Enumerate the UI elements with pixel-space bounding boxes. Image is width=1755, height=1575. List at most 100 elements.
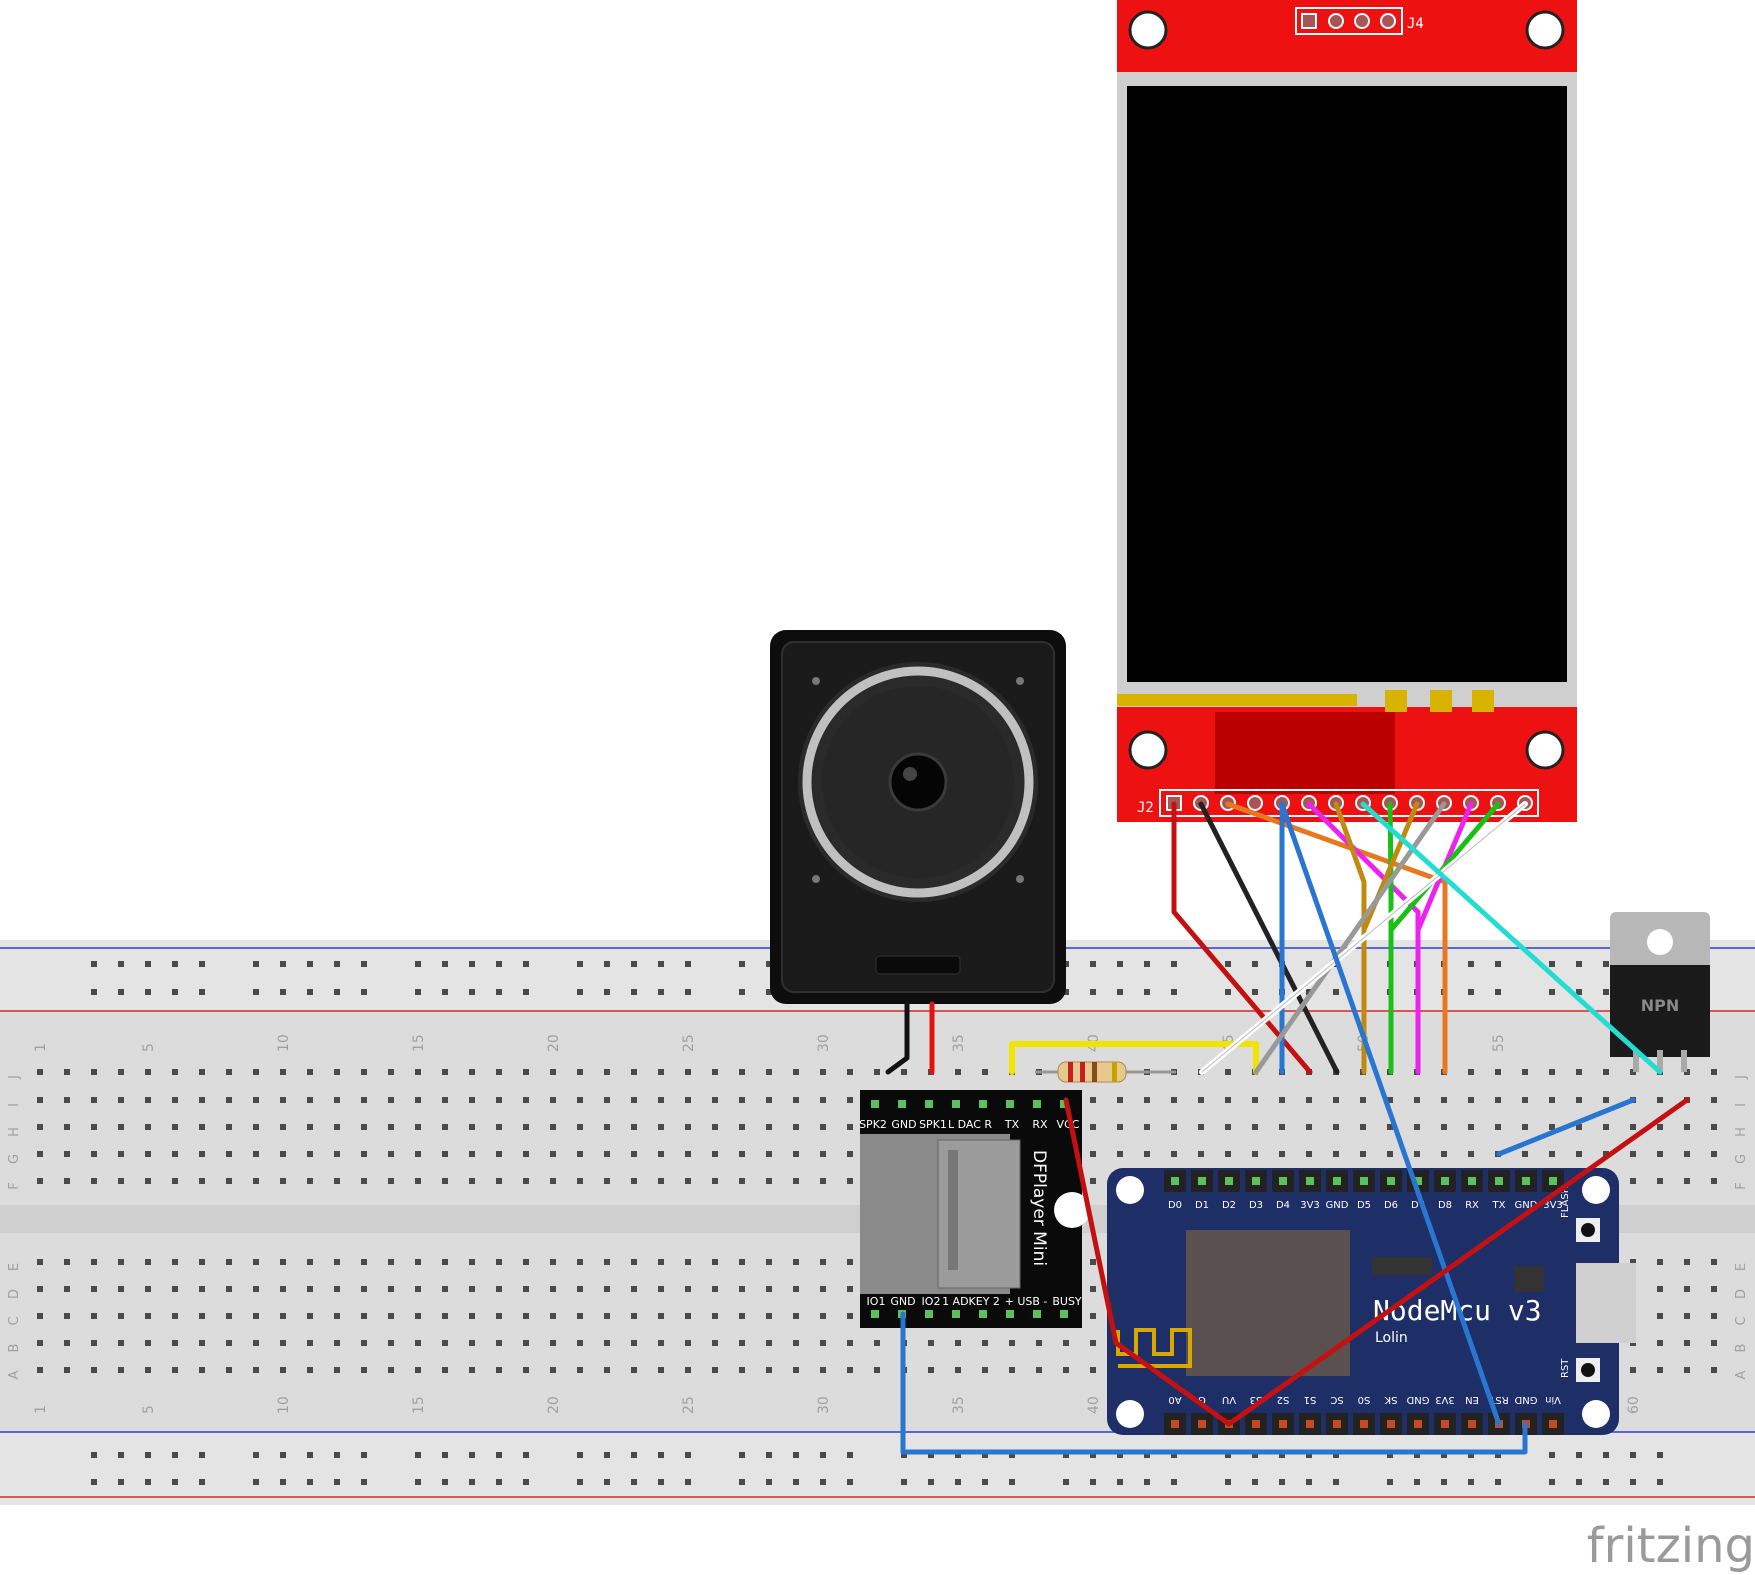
- breadboard-hole: [199, 1286, 205, 1292]
- tft-wire-brown-b: [1361, 801, 1420, 1075]
- breadboard-hole: [469, 1097, 475, 1103]
- breadboard-hole: [226, 1286, 232, 1292]
- breadboard-hole: [739, 1097, 745, 1103]
- breadboard-hole: [361, 1313, 367, 1319]
- nodemcu-vu-red: [1226, 1097, 1690, 1427]
- breadboard-hole: [793, 1178, 799, 1184]
- rail-hole: [1171, 1479, 1177, 1485]
- breadboard-hole: [820, 1340, 826, 1346]
- breadboard-hole: [820, 1069, 826, 1075]
- breadboard-hole: [577, 1178, 583, 1184]
- row-letter: D: [1734, 1289, 1749, 1299]
- breadboard-hole: [793, 1313, 799, 1319]
- breadboard-hole: [37, 1286, 43, 1292]
- breadboard-hole: [712, 1151, 718, 1157]
- breadboard-hole: [739, 1069, 745, 1075]
- breadboard-hole: [91, 1367, 97, 1373]
- breadboard-hole: [793, 1259, 799, 1265]
- breadboard-hole: [37, 1124, 43, 1130]
- rail-hole: [1144, 1452, 1150, 1458]
- rail-hole: [685, 989, 691, 995]
- breadboard-hole: [253, 1286, 259, 1292]
- rail-hole: [793, 1479, 799, 1485]
- speaker-slot: [875, 955, 961, 975]
- breadboard-hole: [1711, 1259, 1717, 1265]
- breadboard-hole: [280, 1286, 286, 1292]
- breadboard-hole: [1225, 1124, 1231, 1130]
- column-number: 20: [546, 1396, 562, 1414]
- rail-hole: [1468, 961, 1474, 967]
- rail-hole: [1009, 1479, 1015, 1485]
- breadboard-hole: [847, 1259, 853, 1265]
- row-letter: F: [1734, 1182, 1749, 1189]
- breadboard-hole: [1549, 1124, 1555, 1130]
- breadboard-hole: [1279, 1124, 1285, 1130]
- breadboard-hole: [631, 1313, 637, 1319]
- breadboard-hole: [766, 1178, 772, 1184]
- rail-hole: [361, 961, 367, 967]
- breadboard-hole: [550, 1367, 556, 1373]
- breadboard-hole: [415, 1069, 421, 1075]
- breadboard-hole: [226, 1340, 232, 1346]
- breadboard-hole: [1684, 1367, 1690, 1373]
- rail-hole: [1603, 989, 1609, 995]
- breadboard-hole: [1630, 1367, 1636, 1373]
- breadboard-hole: [37, 1367, 43, 1373]
- rail-hole: [631, 989, 637, 995]
- transistor-tab-hole: [1647, 929, 1673, 955]
- rail-hole: [901, 1479, 907, 1485]
- breadboard-hole: [361, 1286, 367, 1292]
- gnd-blue-wire: [900, 1311, 1528, 1455]
- column-number: 30: [816, 1034, 832, 1052]
- rail-hole: [820, 1479, 826, 1485]
- breadboard-hole: [1225, 1097, 1231, 1103]
- dfplayer-pin: [1006, 1310, 1014, 1318]
- nodemcu-subtitle: Lolin: [1375, 1330, 1408, 1346]
- breadboard-hole: [415, 1151, 421, 1157]
- row-letter: C: [7, 1316, 22, 1325]
- rail-hole: [658, 1479, 664, 1485]
- rail-hole: [1495, 1479, 1501, 1485]
- rail-hole: [253, 961, 259, 967]
- breadboard-hole: [685, 1259, 691, 1265]
- dfplayer-pin: [1060, 1310, 1068, 1318]
- speaker-screw: [1016, 677, 1024, 685]
- breadboard-hole: [1711, 1124, 1717, 1130]
- nodemcu-pin-pad: [1252, 1420, 1260, 1428]
- rail-hole: [1252, 1479, 1258, 1485]
- breadboard-hole: [1711, 1178, 1717, 1184]
- breadboard-hole: [199, 1151, 205, 1157]
- nodemcu-pin-pad: [1360, 1177, 1368, 1185]
- tft-wire-white-outline: [1201, 803, 1526, 1073]
- nodemcu-pin-label: S3: [1250, 1394, 1263, 1405]
- breadboard-hole: [334, 1151, 340, 1157]
- rail-hole: [1333, 1452, 1339, 1458]
- nodemcu-pin-label: D2: [1222, 1200, 1236, 1211]
- breadboard-hole: [766, 1286, 772, 1292]
- breadboard-hole: [64, 1367, 70, 1373]
- column-number: 40: [1086, 1396, 1102, 1414]
- rail-hole: [685, 1479, 691, 1485]
- breadboard-hole: [712, 1286, 718, 1292]
- breadboard-hole: [307, 1313, 313, 1319]
- breadboard-hole: [1198, 1151, 1204, 1157]
- dfplayer-pin: [871, 1100, 879, 1108]
- breadboard-hole: [874, 1340, 880, 1346]
- breadboard-hole: [226, 1069, 232, 1075]
- nodemcu-pin-pad: [1387, 1420, 1395, 1428]
- rail-hole: [280, 961, 286, 967]
- row-letter: A: [7, 1370, 22, 1379]
- breadboard-hole: [469, 1340, 475, 1346]
- esp-module: [1186, 1230, 1350, 1376]
- nodemcu-mount-hole: [1116, 1176, 1144, 1204]
- rail-hole: [199, 989, 205, 995]
- breadboard-hole: [658, 1340, 664, 1346]
- rail-hole: [577, 1479, 583, 1485]
- row-letter: J: [1734, 1075, 1749, 1080]
- breadboard-hole: [37, 1340, 43, 1346]
- breadboard-hole: [766, 1124, 772, 1130]
- rail-hole: [1090, 1452, 1096, 1458]
- breadboard-hole: [658, 1069, 664, 1075]
- breadboard-hole: [307, 1151, 313, 1157]
